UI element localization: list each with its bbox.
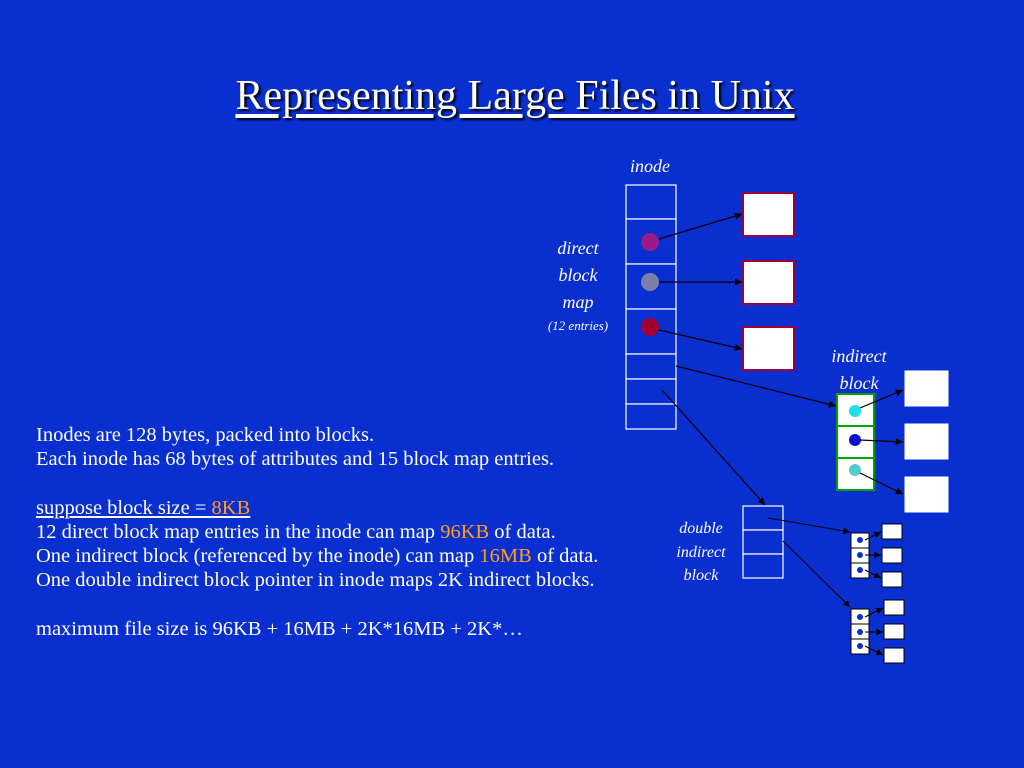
data-block xyxy=(742,326,795,371)
direct-pointer-dot xyxy=(641,273,659,291)
direct-map-line: 12 direct block map entries in the inode… xyxy=(36,520,666,544)
indirect-map-prefix: One indirect block (referenced by the in… xyxy=(36,545,480,568)
direct-label-line1: direct xyxy=(557,238,599,258)
block-size-line: suppose block size = 8KB xyxy=(36,496,666,520)
data-block xyxy=(903,369,950,408)
data-block xyxy=(903,475,950,514)
indirect-pointer-dot xyxy=(849,434,861,446)
double-indirect-line: One double indirect block pointer in ino… xyxy=(36,569,595,592)
direct-pointer-dot xyxy=(641,318,659,336)
direct-pointer-dot xyxy=(641,233,659,251)
inode-attributes-line: Each inode has 68 bytes of attributes an… xyxy=(36,448,555,471)
indirect-pointer-dot xyxy=(849,405,861,417)
small-data-blocks xyxy=(881,523,905,664)
indirect-map-value: 16MB xyxy=(479,545,532,568)
direct-label-line3: map xyxy=(563,292,594,312)
inode-label: inode xyxy=(630,156,670,176)
data-block xyxy=(903,422,950,461)
direct-map-prefix: 12 direct block map entries in the inode… xyxy=(36,520,441,543)
indirect-map-line: One indirect block (referenced by the in… xyxy=(36,544,666,568)
double-indirect-label-line3: block xyxy=(684,567,720,584)
max-file-size-line: maximum file size is 96KB + 16MB + 2K*16… xyxy=(36,617,523,640)
direct-map-value: 96KB xyxy=(440,520,490,543)
pointer-arrows xyxy=(859,389,904,495)
inode-size-line: Inodes are 128 bytes, packed into blocks… xyxy=(36,424,375,446)
body-text: Inodes are 128 bytes, packed into blocks… xyxy=(36,423,666,641)
block-size-prefix: suppose block size = xyxy=(36,496,212,519)
pointer-arrows xyxy=(658,212,837,506)
indirect-label-line2: block xyxy=(840,373,880,393)
slide-title: Representing Large Files in Unix xyxy=(235,73,795,119)
indirect-map-suffix: of data. xyxy=(531,545,599,568)
direct-entries-label: (12 entries) xyxy=(548,318,608,333)
block-size-value: 8KB xyxy=(211,496,251,519)
double-indirect-label-line1: double xyxy=(679,520,723,537)
second-level-indirect-block xyxy=(850,532,870,579)
direct-label-line2: block xyxy=(559,265,599,285)
double-indirect-block xyxy=(742,505,784,579)
data-block xyxy=(742,260,795,305)
inode-block xyxy=(625,184,677,430)
data-block xyxy=(742,192,795,237)
double-indirect-label-line2: indirect xyxy=(676,544,726,561)
indirect-label-line1: indirect xyxy=(831,346,887,366)
indirect-pointer-dot xyxy=(849,464,861,476)
pointer-arrows xyxy=(767,517,884,656)
direct-map-suffix: of data. xyxy=(489,520,556,543)
